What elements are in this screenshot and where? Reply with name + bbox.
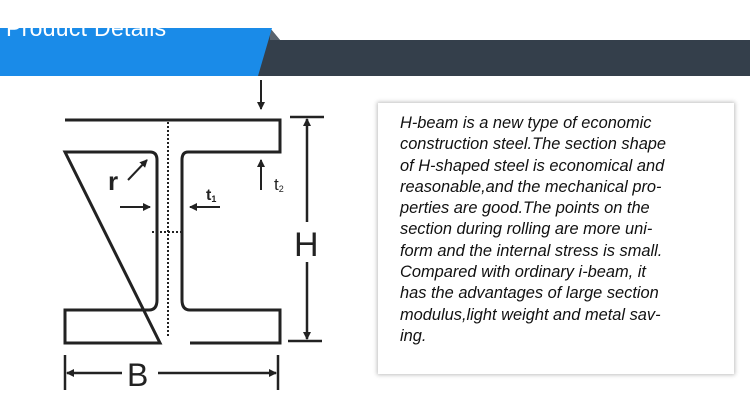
- r-label: r: [108, 166, 118, 196]
- h-label: H: [294, 226, 319, 264]
- r-arrow: [127, 159, 148, 181]
- description-line: ing.: [400, 326, 427, 345]
- h-beam-diagram: t2 t1 r H B: [62, 80, 324, 393]
- description-line: section during rolling are more uni-: [400, 220, 653, 239]
- t1-label: t1: [206, 187, 216, 204]
- b-label: B: [127, 357, 148, 393]
- description-line: H-beam is a new type of economic: [400, 114, 652, 132]
- page-title: Product Details: [6, 15, 167, 41]
- description-line: reasonable,and the mechanical pro-: [400, 177, 662, 196]
- description-line: perties are good.The points on the: [400, 199, 650, 218]
- description-line: modulus,light weight and metal sav-: [400, 305, 661, 324]
- header-blue-tab: [0, 28, 272, 76]
- description-line: Compared with ordinary i-beam, it: [400, 263, 646, 282]
- h-beam-outline: [62, 118, 282, 345]
- header-fold: [270, 28, 280, 40]
- header-bar: [0, 28, 750, 76]
- description-line: construction steel.The section shape: [400, 135, 667, 154]
- description-line: form and the internal stress is small.: [400, 241, 663, 260]
- header-dark-band: [255, 28, 750, 76]
- t2-label: t2: [274, 175, 284, 194]
- description-box: H-beam is a new type of economic constru…: [378, 103, 734, 374]
- description-line: of H-shaped steel is economical and: [400, 156, 665, 175]
- description-line: has the advantages of large section: [400, 284, 659, 303]
